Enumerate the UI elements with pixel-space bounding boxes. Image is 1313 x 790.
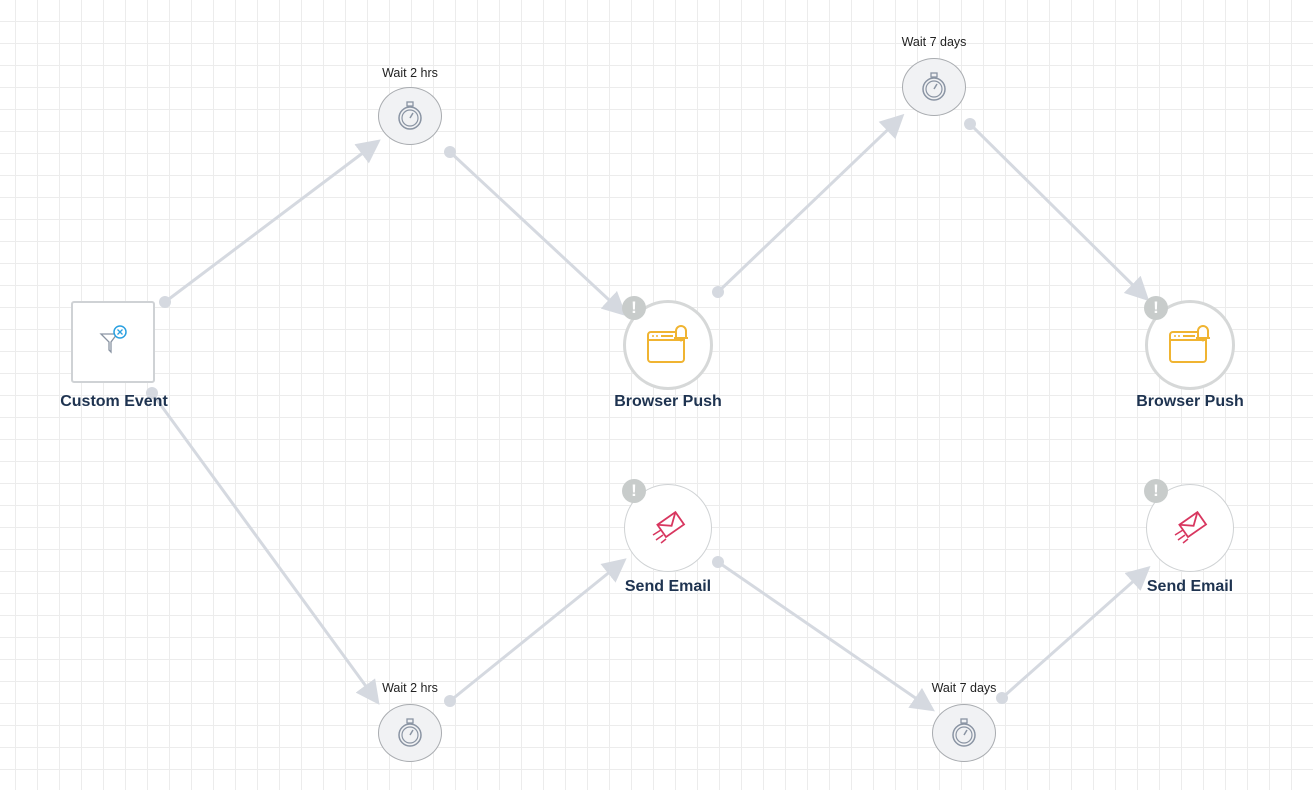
wait-node[interactable]: [378, 704, 442, 762]
send-email-node[interactable]: [1146, 484, 1234, 572]
connection-handle[interactable]: [159, 296, 171, 308]
send-email-icon: [652, 510, 686, 544]
stopwatch-icon: [922, 72, 946, 101]
wait-label: Wait 7 days: [931, 681, 997, 695]
warning-badge-icon[interactable]: !: [1144, 296, 1168, 320]
wait-label: Wait 2 hrs: [382, 681, 438, 695]
send-email-node-label: Send Email: [1146, 578, 1234, 595]
wait-label: Wait 2 hrs: [382, 66, 438, 80]
connection-handle[interactable]: [444, 146, 456, 158]
wait-label: Wait 7 days: [901, 35, 967, 49]
connection-handle[interactable]: [146, 387, 158, 399]
connection-edge[interactable]: [150, 392, 380, 705]
browser-push-node[interactable]: [623, 300, 713, 390]
connection-edge[interactable]: [448, 150, 627, 317]
connection-edge[interactable]: [716, 113, 905, 294]
browser-push-node-label: Browser Push: [614, 393, 722, 410]
custom-event-node[interactable]: [71, 301, 155, 383]
connection-edge[interactable]: [968, 122, 1150, 302]
send-email-node-label: Send Email: [624, 578, 712, 595]
wait-node[interactable]: [378, 87, 442, 145]
stopwatch-icon: [398, 718, 422, 747]
warning-badge-icon[interactable]: !: [622, 296, 646, 320]
wait-node[interactable]: [902, 58, 966, 116]
connection-edge[interactable]: [449, 558, 627, 703]
wait-node[interactable]: [932, 704, 996, 762]
send-email-icon: [1174, 510, 1208, 544]
connection-edge[interactable]: [164, 139, 381, 304]
connection-handle[interactable]: [712, 286, 724, 298]
connection-handle[interactable]: [444, 695, 456, 707]
stopwatch-icon: [398, 101, 422, 130]
connection-handle[interactable]: [996, 692, 1008, 704]
connection-edge[interactable]: [1001, 566, 1151, 700]
filter-event-icon: [99, 325, 127, 354]
stopwatch-icon: [952, 718, 976, 747]
custom-event-label: Custom Event: [60, 393, 168, 410]
browser-push-icon: [1169, 325, 1210, 363]
browser-push-icon: [647, 325, 688, 363]
connection-handle[interactable]: [964, 118, 976, 130]
browser-push-node-label: Browser Push: [1136, 393, 1244, 410]
connection-handle[interactable]: [712, 556, 724, 568]
connection-edge[interactable]: [717, 560, 935, 712]
warning-badge-icon[interactable]: !: [622, 479, 646, 503]
warning-badge-icon[interactable]: !: [1144, 479, 1168, 503]
